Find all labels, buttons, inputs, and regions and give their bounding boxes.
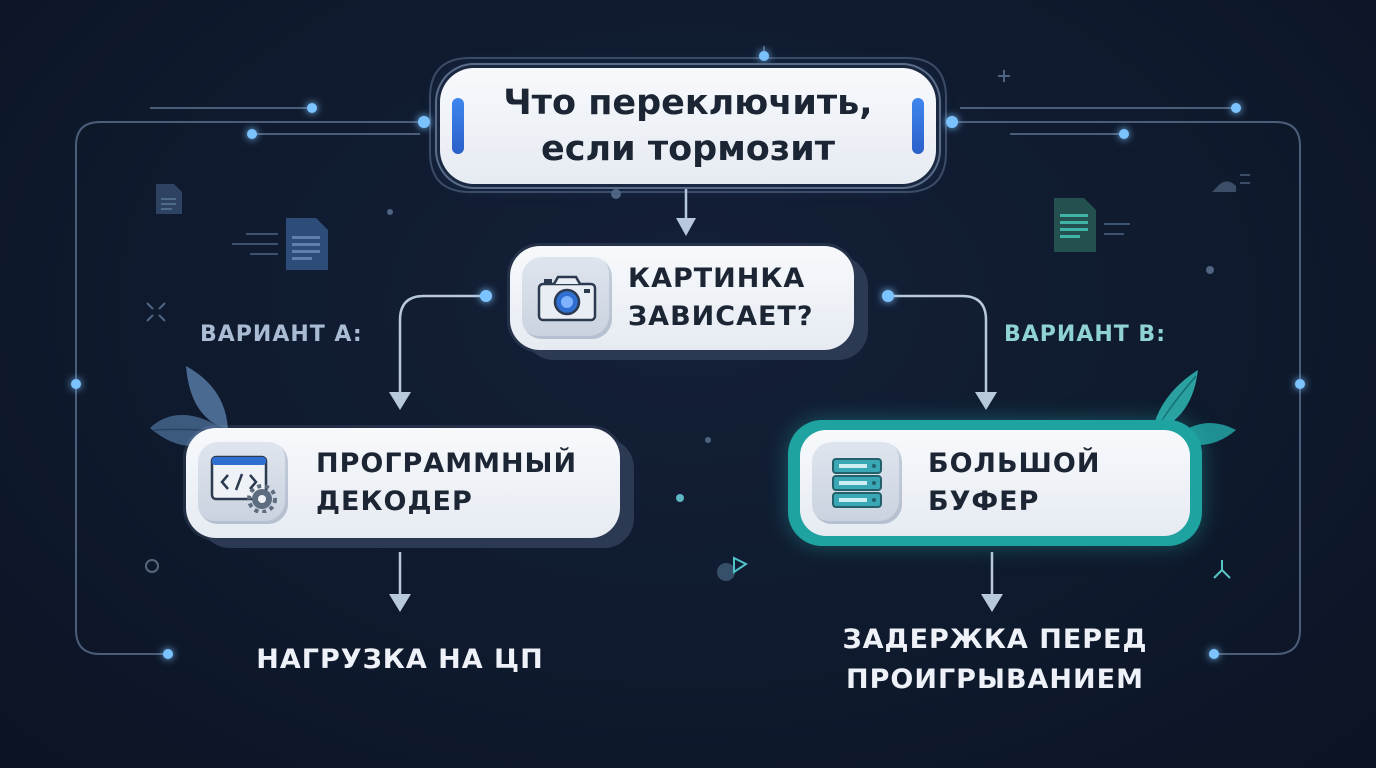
plus-sparkle-icon [998,70,1010,82]
question-node: КАРТИНКА ЗАВИСАЕТ? [510,246,854,350]
title-node: Что переключить, если тормозит [440,68,936,184]
camera-icon [537,275,597,322]
option-b-label: БОЛЬШОЙ БУФЕР [928,445,1100,521]
option-b-line-1: БОЛЬШОЙ [928,448,1101,479]
ring-dot [145,559,159,573]
option-a-line-1: ПРОГРАММНЫЙ [316,448,578,479]
title-frame-outline [429,57,947,193]
document-icon-left [286,218,328,270]
diagram-title: Что переключить, если тормозит [498,80,878,172]
outcome-a: НАГРУЗКА НА ЦП [256,644,544,675]
variant-b-label: ВАРИАНТ B: [1004,322,1167,347]
arrow-to-option-b [975,392,997,410]
option-b-node: БОЛЬШОЙ БУФЕР [788,420,1202,546]
option-a-label: ПРОГРАММНЫЙ ДЕКОДЕР [316,445,577,521]
question-line-1: КАРТИНКА [628,263,806,294]
title-accent-right [912,98,924,154]
triangle-marker [733,556,748,574]
title-accent-left [452,98,464,154]
title-line-2: если тормозит [540,129,835,169]
document-icon-right [1054,198,1096,252]
question-label: КАРТИНКА ЗАВИСАЕТ? [628,260,814,336]
fork-icon-right [1213,560,1231,579]
small-dots [387,189,1214,502]
outcome-b-line-1: ЗАДЕРЖКА ПЕРЕД [842,624,1148,655]
speed-lines-right [1104,223,1130,235]
teal-dot [717,563,735,581]
flow-connectors [398,182,994,598]
option-b-line-2: БУФЕР [928,486,1040,517]
variant-a-label: ВАРИАНТ A: [200,322,363,347]
option-a-node: ПРОГРАММНЫЙ ДЕКОДЕР [186,428,620,538]
outcome-b-line-2: ПРОИГРЫВАНИЕМ [846,664,1144,695]
option-b-icon-tile [812,442,902,524]
title-line-1: Что переключить, [503,83,873,123]
question-icon-tile [522,257,612,339]
glow-dots [71,51,1305,659]
arrow-to-outcome-b [981,594,1003,612]
arrowheads [389,218,1003,612]
outcome-b: ЗАДЕРЖКА ПЕРЕД ПРОИГРЫВАНИЕМ [790,620,1200,700]
option-b-inner: БОЛЬШОЙ БУФЕР [800,430,1190,536]
speed-lines-left [232,233,278,255]
sparkle-icon-left [146,302,166,322]
shape-icon-right [1212,174,1250,192]
option-a-icon-tile [198,442,288,524]
code-gear-icon [210,455,277,513]
arrow-to-outcome-a [389,594,411,612]
arrow-to-option-a [389,392,411,410]
document-icon-left-small [156,184,182,214]
server-stack-icon [832,458,882,508]
question-line-2: ЗАВИСАЕТ? [628,301,814,332]
arrow-to-question [676,218,696,236]
option-a-line-2: ДЕКОДЕР [316,486,473,517]
